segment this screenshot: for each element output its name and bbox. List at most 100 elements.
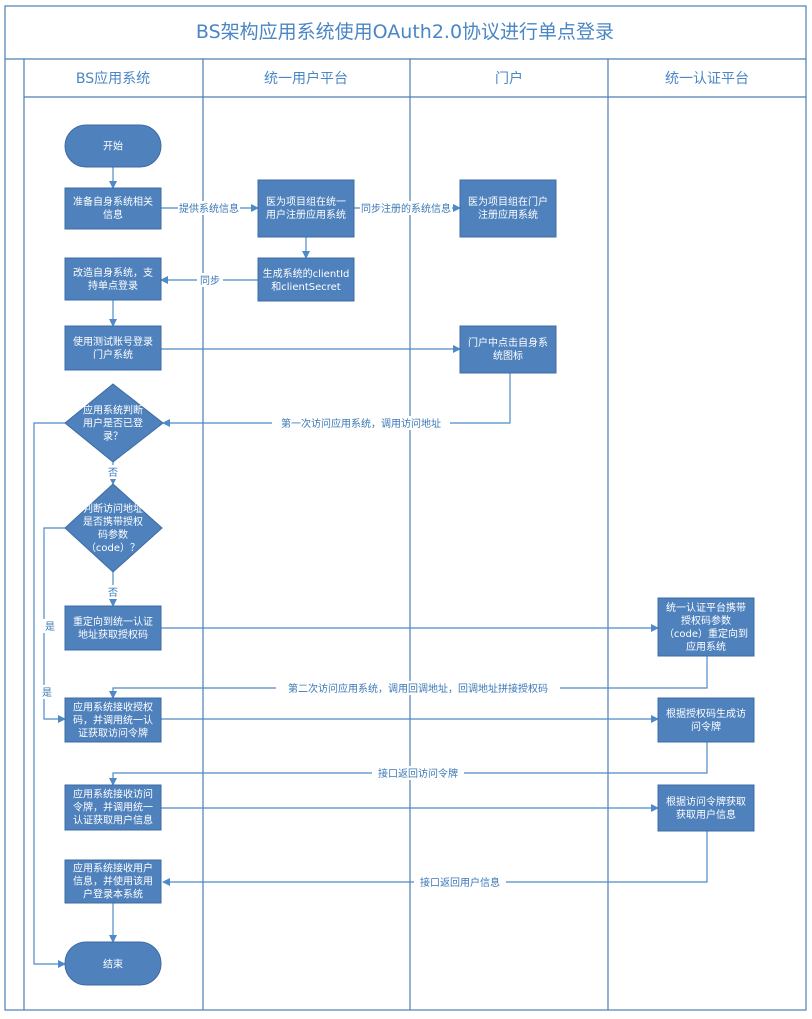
label-yes-1: 是 (45, 621, 55, 633)
node-register-uup: 医为项目组在统一用户注册应用系统 (266, 195, 346, 221)
node-text-line: （code）？ (86, 542, 140, 554)
node-text-line: 应用系统 (686, 640, 726, 653)
node-modify-shape (64, 257, 162, 301)
node-text-line: 统图标 (493, 349, 523, 362)
node-auth-redirect-back: 统一认证平台携带授权码参数（code）重定向到应用系统 (664, 601, 748, 653)
node-text-line: 户登录本系统 (83, 888, 143, 901)
diagram-title: BS架构应用系统使用OAuth2.0协议进行单点登录 (196, 21, 614, 43)
node-text-line: 码参数 (98, 528, 128, 541)
node-click-icon-shape (459, 325, 557, 374)
node-gen-client-shape (257, 257, 355, 302)
node-text-line: 生成系统的clientId (263, 267, 350, 280)
node-end-shape (64, 941, 162, 986)
node-text-line: 根据授权码生成访 (666, 707, 746, 720)
edge-labels: 提供系统信息 同步注册的系统信息 同步 第一次访问应用系统，调用访问地址 否 否… (39, 201, 560, 889)
lane-label-auth: 统一认证平台 (665, 71, 749, 87)
node-text-line: 根据访问令牌获取 (666, 795, 746, 808)
node-receive-code: 应用系统接收授权码，并调用统一认证获取访问令牌 (73, 701, 153, 740)
lane-label-uup: 统一用户平台 (264, 70, 348, 87)
node-text-line: 持单点登录 (88, 279, 138, 292)
lane-label-portal: 门户 (495, 70, 523, 87)
node-auth-redirect-back-shape (657, 597, 755, 657)
node-prepare-shape (64, 187, 162, 230)
node-text-line: 是否携带授权 (83, 515, 143, 528)
node-text-line: 证获取访问令牌 (78, 727, 148, 740)
label-sync: 同步 (200, 275, 220, 287)
label-second-visit: 第二次访问应用系统，调用回调地址，回调地址拼接授权码 (288, 682, 548, 695)
label-return-userinfo: 接口返回用户信息 (420, 876, 500, 889)
node-text-line: 应用系统判断 (83, 404, 143, 417)
label-first-visit: 第一次访问应用系统，调用访问地址 (281, 417, 441, 430)
node-text-line: 授权码参数 (681, 614, 731, 627)
node-text-line: 地址获取授权码 (78, 628, 148, 641)
node-receive-userinfo: 应用系统接收用户信息，并使用该用户登录本系统 (73, 862, 153, 901)
node-receive-token-shape (64, 784, 162, 831)
node-text-line: 开始 (103, 140, 123, 153)
node-text-line: 重定向到统一认证 (73, 615, 153, 628)
node-get-userinfo-shape (657, 784, 755, 832)
node-text-line: 获取用户信息 (676, 808, 736, 821)
edge-click-judge (162, 373, 511, 427)
node-text-line: 医为项目组在统一 (266, 195, 346, 208)
node-text-line: 码，并调用统一认 (73, 714, 153, 727)
node-text-line: 认证获取用户信息 (73, 814, 153, 827)
node-text-line: 准备自身系统相关 (73, 195, 153, 208)
node-gen-token-shape (657, 697, 755, 743)
label-sync-register: 同步注册的系统信息 (361, 202, 451, 215)
node-text-line: 结束 (103, 958, 123, 971)
node-text-line: （code）重定向到 (664, 627, 748, 640)
node-judge-login: 应用系统判断用户是否已登录？ (83, 404, 143, 443)
node-register-uup-shape (257, 179, 355, 238)
node-redirect-auth: 重定向到统一认证地址获取授权码 (73, 615, 153, 641)
node-text-line: 问令牌 (691, 720, 721, 733)
node-start-shape (64, 124, 162, 168)
node-gen-token: 根据授权码生成访问令牌 (666, 707, 746, 733)
node-text-line: 信息，并使用该用 (73, 875, 153, 888)
label-yes-2: 是 (42, 687, 52, 699)
node-text-line: 医为项目组在门户 (468, 195, 548, 208)
node-test-login-shape (64, 325, 162, 371)
node-text-line: 录？ (103, 431, 123, 443)
lane-label-bs: BS应用系统 (76, 70, 150, 87)
node-start: 开始 (103, 140, 123, 153)
label-no-2: 否 (108, 587, 118, 599)
node-text-line: 门户系统 (93, 348, 133, 361)
node-text-line: 用户注册应用系统 (266, 208, 346, 221)
node-test-login: 使用测试账号登录门户系统 (73, 335, 153, 361)
node-end: 结束 (103, 958, 123, 971)
label-provide-info: 提供系统信息 (179, 202, 239, 215)
node-judge-login-shape (64, 383, 164, 463)
node-text-line: 应用系统接收访问 (73, 788, 153, 801)
node-text-line: 应用系统接收用户 (73, 862, 153, 875)
node-redirect-auth-shape (64, 605, 162, 651)
node-judge-code: 判断访问地址是否携带授权码参数（code）？ (83, 502, 143, 554)
node-text-line: 改造自身系统，支 (73, 266, 153, 279)
node-text-line: 使用测试账号登录 (73, 335, 153, 348)
node-text-line: 用户是否已登 (83, 417, 143, 430)
node-text-line: 门户中点击自身系 (468, 336, 548, 349)
node-receive-code-shape (64, 697, 162, 743)
node-click-icon: 门户中点击自身系统图标 (468, 336, 548, 362)
node-text-line: 令牌，并调用统一 (73, 801, 153, 814)
node-receive-userinfo-shape (64, 859, 162, 904)
node-text-line: 注册应用系统 (478, 208, 538, 221)
label-return-token: 接口返回访问令牌 (378, 767, 458, 780)
node-register-portal: 医为项目组在门户注册应用系统 (468, 195, 548, 221)
node-text-line: 判断访问地址 (83, 502, 143, 515)
label-no-1: 否 (108, 467, 118, 479)
node-judge-code-shape (64, 483, 163, 573)
node-modify: 改造自身系统，支持单点登录 (73, 266, 153, 292)
edge-judge-yes-end (33, 422, 66, 968)
diagram-frame (4, 5, 807, 1011)
node-text-line: 统一认证平台携带 (666, 601, 746, 614)
node-text-line: 信息 (103, 208, 123, 221)
node-receive-token: 应用系统接收访问令牌，并调用统一认证获取用户信息 (73, 788, 153, 827)
node-text-line: 和clientSecret (271, 281, 341, 293)
edge-userinfo-return (162, 831, 708, 886)
node-get-userinfo: 根据访问令牌获取获取用户信息 (666, 795, 746, 821)
nodes: 开始 准备自身系统相关信息 医为项目组在统一用户注册应用系统 医为项目组在门户注… (64, 124, 755, 986)
node-register-portal-shape (459, 179, 557, 238)
node-prepare: 准备自身系统相关信息 (73, 195, 153, 221)
